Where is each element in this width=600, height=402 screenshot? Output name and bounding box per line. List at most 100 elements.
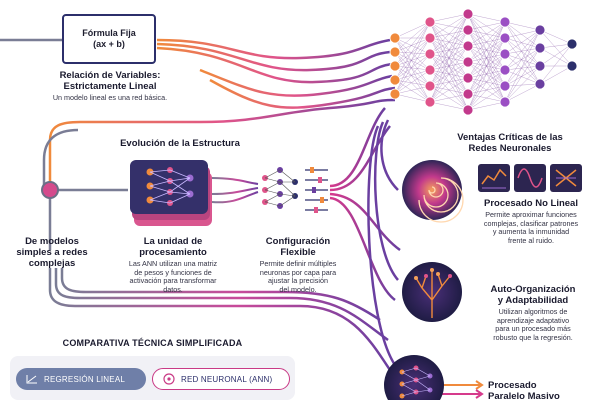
network-edge: [539, 65, 573, 85]
models-section: De modelos simples a redes complejas: [4, 236, 100, 269]
selforg-title-1: Auto-Organización: [490, 284, 576, 295]
network-edge: [504, 83, 541, 103]
network-edge: [467, 21, 506, 111]
selforg-desc-4: robusto que la regresión.: [493, 332, 573, 342]
selforg-desc-3: para un procesado más: [495, 324, 571, 334]
config-title-2: Flexible: [280, 247, 316, 258]
network-edge: [539, 29, 573, 67]
config-desc-2: neuronas por capa para: [259, 267, 337, 277]
network-node: [499, 16, 511, 28]
network-edge: [504, 29, 541, 87]
network-edge: [467, 13, 506, 23]
network-edge: [429, 13, 469, 87]
chart-icon: [26, 375, 37, 384]
network-node: [462, 72, 474, 84]
network-edge: [394, 69, 431, 81]
network-edge: [467, 85, 506, 111]
network-edge: [539, 29, 573, 45]
network-edge: [467, 21, 506, 95]
network-edge: [504, 29, 541, 103]
network-edge: [504, 69, 541, 85]
network-node: [389, 74, 401, 86]
network-edge: [539, 47, 573, 67]
network-edge: [467, 21, 506, 79]
network-edge: [394, 65, 431, 71]
config-desc-4: del modelo.: [279, 284, 317, 294]
nonlinear-section: Procesado No Lineal Permite aproximar fu…: [466, 198, 596, 245]
parallel-title-1: Procesado: [488, 380, 537, 391]
sine-icon: [514, 164, 546, 192]
relation-desc: Un modelo lineal es una red básica.: [52, 93, 168, 102]
network-node: [534, 24, 546, 36]
network-node: [424, 96, 436, 108]
network-edge: [467, 53, 506, 111]
network-edge: [394, 69, 431, 95]
network-edge: [429, 13, 469, 23]
unit-section: La unidad de procesamiento Las ANN utili…: [108, 236, 238, 294]
formula-line2: (ax + b): [93, 39, 125, 49]
selforg-section: Auto-Organización y Adaptabilidad Utiliz…: [470, 284, 596, 342]
selforg-desc-2: aprendizaje adaptativo: [496, 315, 570, 325]
network-edge: [504, 53, 541, 85]
linear-regression-pill: REGRESIÓN LINEAL: [16, 368, 146, 390]
network-node: [389, 32, 401, 44]
network-edge: [429, 13, 469, 103]
network-edge: [539, 43, 573, 67]
network-edge: [394, 79, 431, 87]
network-edge: [504, 21, 541, 31]
network-edge: [394, 37, 431, 87]
formula-line1: Fórmula Fija: [82, 28, 136, 38]
network-edge: [504, 47, 541, 55]
network-node: [389, 60, 401, 72]
advantages-title: Ventajas Críticas de las Redes Neuronale…: [420, 132, 600, 154]
network-edge: [394, 51, 431, 103]
network-node: [499, 96, 511, 108]
network-edge: [394, 53, 431, 67]
nonlinear-desc-1: Permite aproximar funciones: [485, 210, 577, 219]
unit-desc-3: activación para transformar: [129, 276, 217, 286]
network-edge: [429, 13, 469, 39]
neural-network-label: RED NEURONAL (ANN): [181, 374, 273, 384]
unit-desc-2: de pesos y funciones de: [134, 267, 212, 277]
network-edge: [429, 93, 469, 103]
network-edge: [394, 37, 431, 71]
network-edge: [394, 21, 431, 39]
network-edge: [504, 29, 541, 39]
network-edge: [467, 21, 506, 47]
network-edge: [429, 77, 469, 103]
unit-title-1: La unidad de: [143, 236, 203, 247]
network-node: [566, 38, 578, 50]
network-node: [389, 88, 401, 100]
cross-icon: [550, 164, 582, 192]
network-edge: [429, 29, 469, 103]
network-edge: [394, 21, 431, 95]
parallel-section: Procesado Paralelo Masivo: [488, 380, 598, 402]
network-edge: [429, 61, 469, 103]
network-node: [462, 40, 474, 52]
network-edge: [467, 101, 506, 111]
network-edge: [394, 37, 431, 103]
advantages-title-1: Ventajas Críticas de las: [457, 132, 563, 143]
network-node: [499, 80, 511, 92]
network-edge: [429, 101, 469, 111]
nonlinear-desc-2: complejas, clasificar patrones: [483, 218, 579, 228]
relation-title-1: Relación de Variables:: [59, 70, 161, 81]
network-edge: [539, 43, 573, 85]
models-line1: De modelos: [25, 236, 79, 247]
network-node: [462, 104, 474, 116]
network-edge: [394, 51, 431, 71]
network-node: [424, 80, 436, 92]
config-desc-1: Permite definir múltiples: [259, 259, 337, 268]
configuration-icon: [262, 167, 328, 213]
network-edge: [504, 47, 541, 87]
selforg-title-2: y Adaptabilidad: [497, 295, 569, 306]
tree-icon: [402, 262, 462, 322]
network-edge: [504, 29, 541, 55]
network-edge: [467, 21, 506, 63]
network-edge: [429, 13, 469, 71]
network-edge: [429, 13, 469, 55]
network-edge: [504, 37, 541, 85]
formula-box: Fórmula Fija (ax + b): [62, 14, 156, 64]
